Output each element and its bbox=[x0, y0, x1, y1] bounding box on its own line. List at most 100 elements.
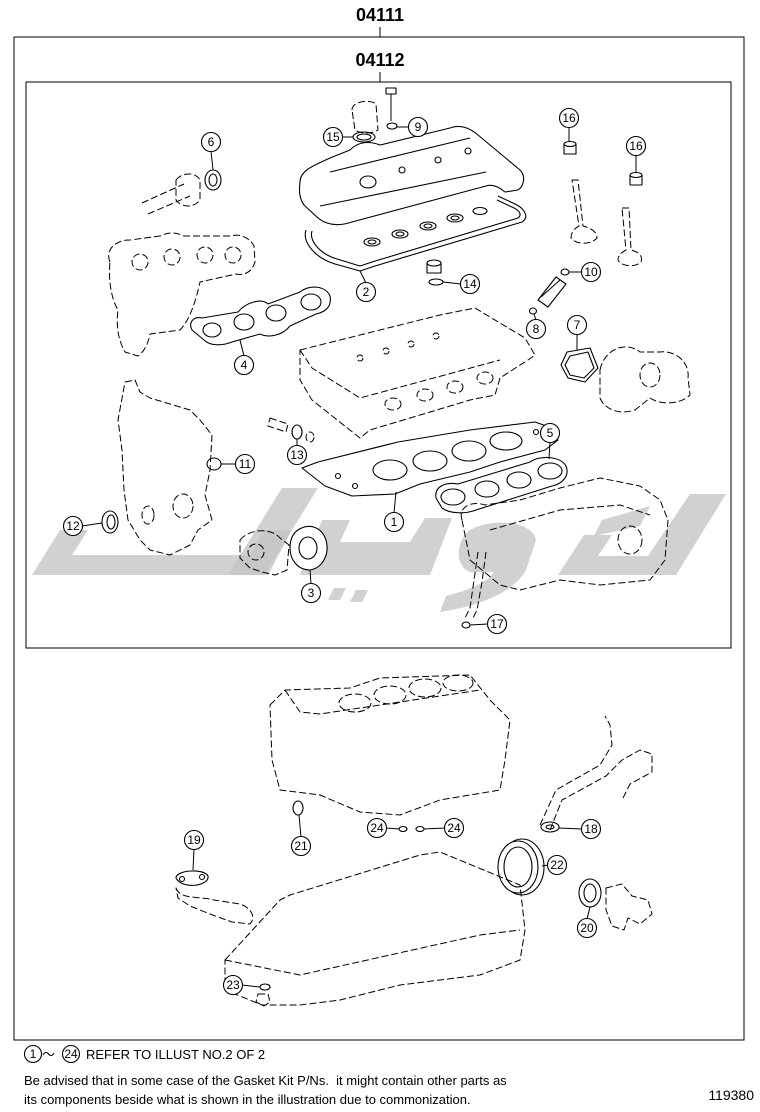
svg-text:6: 6 bbox=[208, 135, 215, 149]
callout-8: 8 bbox=[525, 318, 547, 340]
callout-20: 20 bbox=[576, 917, 598, 939]
svg-text:8: 8 bbox=[533, 322, 540, 336]
svg-text:23: 23 bbox=[226, 978, 240, 992]
callout-12: 12 bbox=[62, 515, 84, 537]
callout-1: 1 bbox=[383, 511, 405, 533]
callout-4: 4 bbox=[233, 354, 255, 376]
callout-15: 15 bbox=[322, 126, 344, 148]
callout-14: 14 bbox=[459, 273, 481, 295]
refer-text: REFER TO ILLUST NO.2 OF 2 bbox=[86, 1047, 265, 1062]
refer-start-callout: 1 bbox=[23, 1044, 43, 1064]
svg-text:14: 14 bbox=[463, 277, 477, 291]
water-outlet-gasket bbox=[560, 347, 599, 383]
svg-text:10: 10 bbox=[584, 265, 598, 279]
exhaust-manifold-gasket bbox=[190, 286, 331, 346]
callout-18: 18 bbox=[580, 818, 602, 840]
oil-pan bbox=[224, 851, 526, 1006]
callout-19: 19 bbox=[183, 829, 205, 851]
svg-text:1: 1 bbox=[391, 515, 398, 529]
cylinder-head-cover-gasket bbox=[304, 195, 527, 272]
oil-gauge-guide-pipe bbox=[539, 715, 653, 831]
svg-text:15: 15 bbox=[326, 130, 340, 144]
water-pump-gasket bbox=[289, 525, 328, 571]
callout-13: 13 bbox=[286, 444, 308, 466]
svg-text:17: 17 bbox=[490, 617, 504, 631]
svg-text:19: 19 bbox=[187, 833, 201, 847]
oil-filler-cap bbox=[351, 100, 379, 134]
valve-stem-oil-seal bbox=[629, 171, 643, 186]
svg-text:24: 24 bbox=[370, 821, 384, 835]
svg-text:22: 22 bbox=[550, 858, 564, 872]
oil-pump-drive-housing bbox=[605, 883, 653, 931]
svg-text:18: 18 bbox=[584, 822, 598, 836]
valve-stem-oil-seal bbox=[563, 140, 577, 155]
timing-cover-oval-gasket bbox=[206, 457, 222, 471]
callout-6: 6 bbox=[200, 131, 222, 153]
note-line-2: its components beside what is shown in t… bbox=[24, 1092, 471, 1107]
water-bypass-pipe bbox=[464, 551, 487, 621]
callout-5: 5 bbox=[539, 422, 561, 444]
cylinder-block bbox=[269, 674, 511, 816]
oil-seal bbox=[578, 878, 602, 908]
injector-seals bbox=[528, 268, 570, 315]
svg-text:16: 16 bbox=[629, 139, 643, 153]
callout-16: 16 bbox=[558, 107, 580, 129]
svg-text:9: 9 bbox=[415, 120, 422, 134]
drain-plug-gasket bbox=[259, 983, 271, 991]
refer-separator: ～ bbox=[42, 1047, 55, 1062]
assembly-number: 04111 bbox=[356, 5, 404, 25]
svg-text:4: 4 bbox=[241, 358, 248, 372]
o-ring bbox=[415, 825, 425, 833]
oil-filler-cap-gasket bbox=[352, 131, 376, 143]
svg-text:16: 16 bbox=[562, 111, 576, 125]
oil-strainer-gasket bbox=[175, 870, 209, 886]
svg-text:2: 2 bbox=[363, 285, 370, 299]
svg-text:20: 20 bbox=[580, 921, 594, 935]
svg-text:21: 21 bbox=[294, 839, 308, 853]
callout-17: 17 bbox=[486, 613, 508, 635]
cylinder-head bbox=[299, 307, 536, 439]
crankshaft-front-oil-seal bbox=[101, 510, 119, 534]
svg-text:24: 24 bbox=[64, 1047, 78, 1061]
refer-note: 1 ～ 24 REFER TO ILLUST NO.2 OF 2 bbox=[23, 1044, 265, 1064]
svg-text:12: 12 bbox=[66, 519, 80, 533]
svg-text:11: 11 bbox=[239, 457, 252, 471]
guide-pipe-gasket bbox=[540, 821, 560, 833]
svg-text:5: 5 bbox=[547, 426, 554, 440]
svg-text:24: 24 bbox=[447, 821, 461, 835]
intake-manifold bbox=[460, 477, 669, 591]
note-line-1: Be advised that in some case of the Gask… bbox=[24, 1073, 507, 1088]
assembly-frame bbox=[13, 36, 745, 1041]
callout-11: 11 bbox=[234, 453, 256, 475]
callout-22: 22 bbox=[546, 854, 568, 876]
callout-2: 2 bbox=[355, 281, 377, 303]
callout-10: 10 bbox=[580, 261, 602, 283]
subassembly-number: 04112 bbox=[355, 50, 404, 70]
o-ring bbox=[398, 825, 408, 833]
exhaust-manifold bbox=[108, 232, 256, 357]
svg-text:13: 13 bbox=[290, 448, 304, 462]
cylinder-head-gasket bbox=[301, 421, 559, 497]
cylinder-head-cover bbox=[298, 125, 525, 226]
exhaust-pipe-gasket bbox=[204, 169, 222, 191]
callout-leaders bbox=[81, 126, 637, 988]
callout-24: 24 bbox=[366, 817, 388, 839]
plug-gasket bbox=[426, 259, 444, 286]
callout-21: 21 bbox=[290, 835, 312, 857]
svg-text:1: 1 bbox=[30, 1047, 37, 1061]
drain-plug bbox=[255, 993, 271, 1007]
oil-control-valve-seals bbox=[267, 417, 315, 443]
crankshaft-rear-oil-seal bbox=[497, 838, 545, 896]
timing-chain-cover bbox=[117, 379, 213, 556]
callout-16: 16 bbox=[625, 135, 647, 157]
cover-bolt-seal bbox=[385, 87, 398, 130]
illustration-number: 119380 bbox=[708, 1087, 754, 1103]
watermark-logo bbox=[32, 488, 726, 612]
intake-valve bbox=[570, 179, 598, 244]
intake-manifold-gasket bbox=[435, 457, 568, 514]
exhaust-valve bbox=[617, 207, 642, 267]
svg-text:7: 7 bbox=[574, 318, 581, 332]
refer-end-callout: 24 bbox=[61, 1044, 81, 1064]
water-pump bbox=[239, 530, 290, 576]
